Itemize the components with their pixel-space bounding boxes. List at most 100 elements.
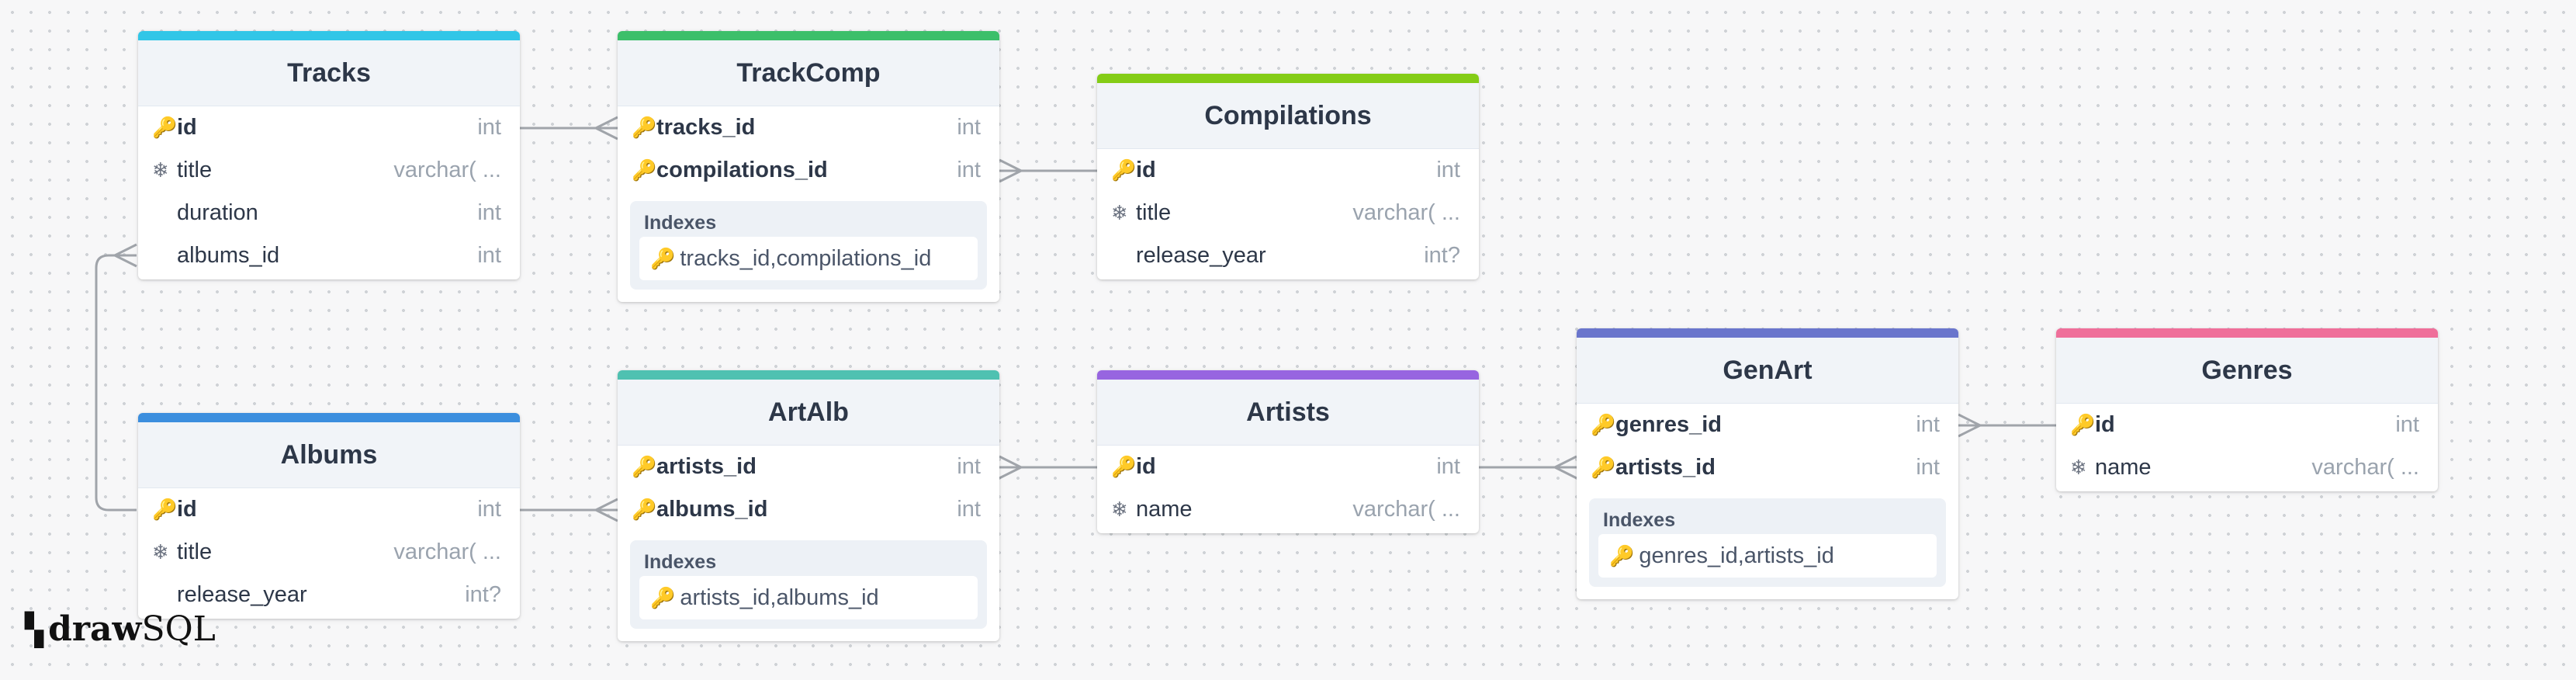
table-color-bar <box>2056 328 2438 338</box>
column-type: int <box>477 200 501 225</box>
column-name: title <box>177 539 213 564</box>
unique-icon: ❄ <box>1111 498 1128 521</box>
crowfoot-artalb-albums <box>595 498 618 522</box>
column-type: int <box>477 243 501 268</box>
table-color-bar <box>618 31 999 40</box>
index-columns: genres_id,artists_id <box>1639 543 1834 568</box>
table-title[interactable]: GenArt <box>1577 338 1958 404</box>
crowfoot-trackcomp-compilations <box>999 158 1022 183</box>
crowfoot-artalb-artists <box>999 455 1022 480</box>
column-row[interactable]: 🔑id int <box>2056 404 2438 446</box>
column-row[interactable]: 🔑id int <box>138 488 520 531</box>
table-title[interactable]: Artists <box>1097 380 1479 446</box>
column-name: name <box>1136 497 1193 522</box>
indexes-panel: Indexes 🔑artists_id,albums_id <box>630 540 987 629</box>
key-icon: 🔑 <box>1591 456 1616 479</box>
key-icon: 🔑 <box>632 455 657 478</box>
index-columns: artists_id,albums_id <box>680 585 879 610</box>
drawsql-logo[interactable]: ▚drawSQL <box>25 609 216 650</box>
indexes-panel: Indexes 🔑tracks_id,compilations_id <box>630 201 987 290</box>
column-name: id <box>1136 454 1156 479</box>
index-item[interactable]: 🔑artists_id,albums_id <box>639 576 978 619</box>
table-title[interactable]: Tracks <box>138 40 520 106</box>
table-title[interactable]: Compilations <box>1097 83 1479 149</box>
table-title[interactable]: Albums <box>138 422 520 488</box>
column-type: int <box>1916 412 1940 437</box>
crowfoot-genart-artists <box>1554 455 1577 480</box>
column-row[interactable]: 🔑tracks_id int <box>618 106 999 149</box>
column-type: int <box>1436 454 1460 479</box>
column-name: id <box>1136 158 1156 182</box>
logo-draw-text: draw <box>48 609 142 649</box>
logo-sql-text: SQL <box>141 609 216 649</box>
column-row[interactable]: release_year int? <box>138 574 520 619</box>
column-name: name <box>2095 455 2152 480</box>
column-type: int <box>1916 455 1940 480</box>
table-color-bar <box>138 31 520 40</box>
crowfoot-genart-genres <box>1958 413 1981 438</box>
column-name: genres_id <box>1615 412 1722 437</box>
table-title[interactable]: Genres <box>2056 338 2438 404</box>
key-icon: 🔑 <box>632 116 657 139</box>
unique-icon: ❄ <box>1111 201 1128 224</box>
column-type: varchar( ... <box>393 539 501 564</box>
drawsql-logo-icon: ▚ <box>25 612 44 648</box>
column-name: id <box>2095 412 2115 437</box>
column-type: int <box>2395 412 2419 437</box>
key-icon: 🔑 <box>152 498 178 521</box>
table-color-bar <box>1097 74 1479 83</box>
table-albums[interactable]: Albums 🔑id int ❄ title varchar( ... release… <box>138 413 520 619</box>
key-icon: 🔑 <box>2070 413 2096 436</box>
column-type: int <box>957 158 981 182</box>
unique-icon: ❄ <box>152 158 169 182</box>
column-type: int? <box>465 582 501 607</box>
key-icon: 🔑 <box>650 586 676 609</box>
column-name: tracks_id <box>656 115 756 140</box>
column-name: id <box>177 497 197 522</box>
column-row[interactable]: ❄ title varchar( ... <box>138 531 520 574</box>
index-item[interactable]: 🔑tracks_id,compilations_id <box>639 237 978 280</box>
link-albums-tracks <box>95 254 137 512</box>
column-type: int <box>957 115 981 140</box>
table-title[interactable]: ArtAlb <box>618 380 999 446</box>
key-icon: 🔑 <box>1609 544 1635 567</box>
column-type: int <box>477 497 501 522</box>
column-name: release_year <box>177 582 307 607</box>
column-type: int <box>477 115 501 140</box>
column-name: artists_id <box>656 454 757 479</box>
index-item[interactable]: 🔑genres_id,artists_id <box>1598 534 1937 578</box>
column-type: varchar( ... <box>1352 200 1460 225</box>
column-name: albums_id <box>177 243 280 268</box>
column-type: varchar( ... <box>2311 455 2419 480</box>
key-icon: 🔑 <box>632 498 657 521</box>
indexes-panel: Indexes 🔑genres_id,artists_id <box>1589 498 1946 587</box>
indexes-label: Indexes <box>1603 509 1676 531</box>
table-color-bar <box>1097 370 1479 380</box>
unique-icon: ❄ <box>152 540 169 564</box>
table-title[interactable]: TrackComp <box>618 40 999 106</box>
column-name: id <box>177 115 197 140</box>
indexes-label: Indexes <box>644 551 717 573</box>
column-row[interactable]: albums_id int <box>138 234 520 279</box>
